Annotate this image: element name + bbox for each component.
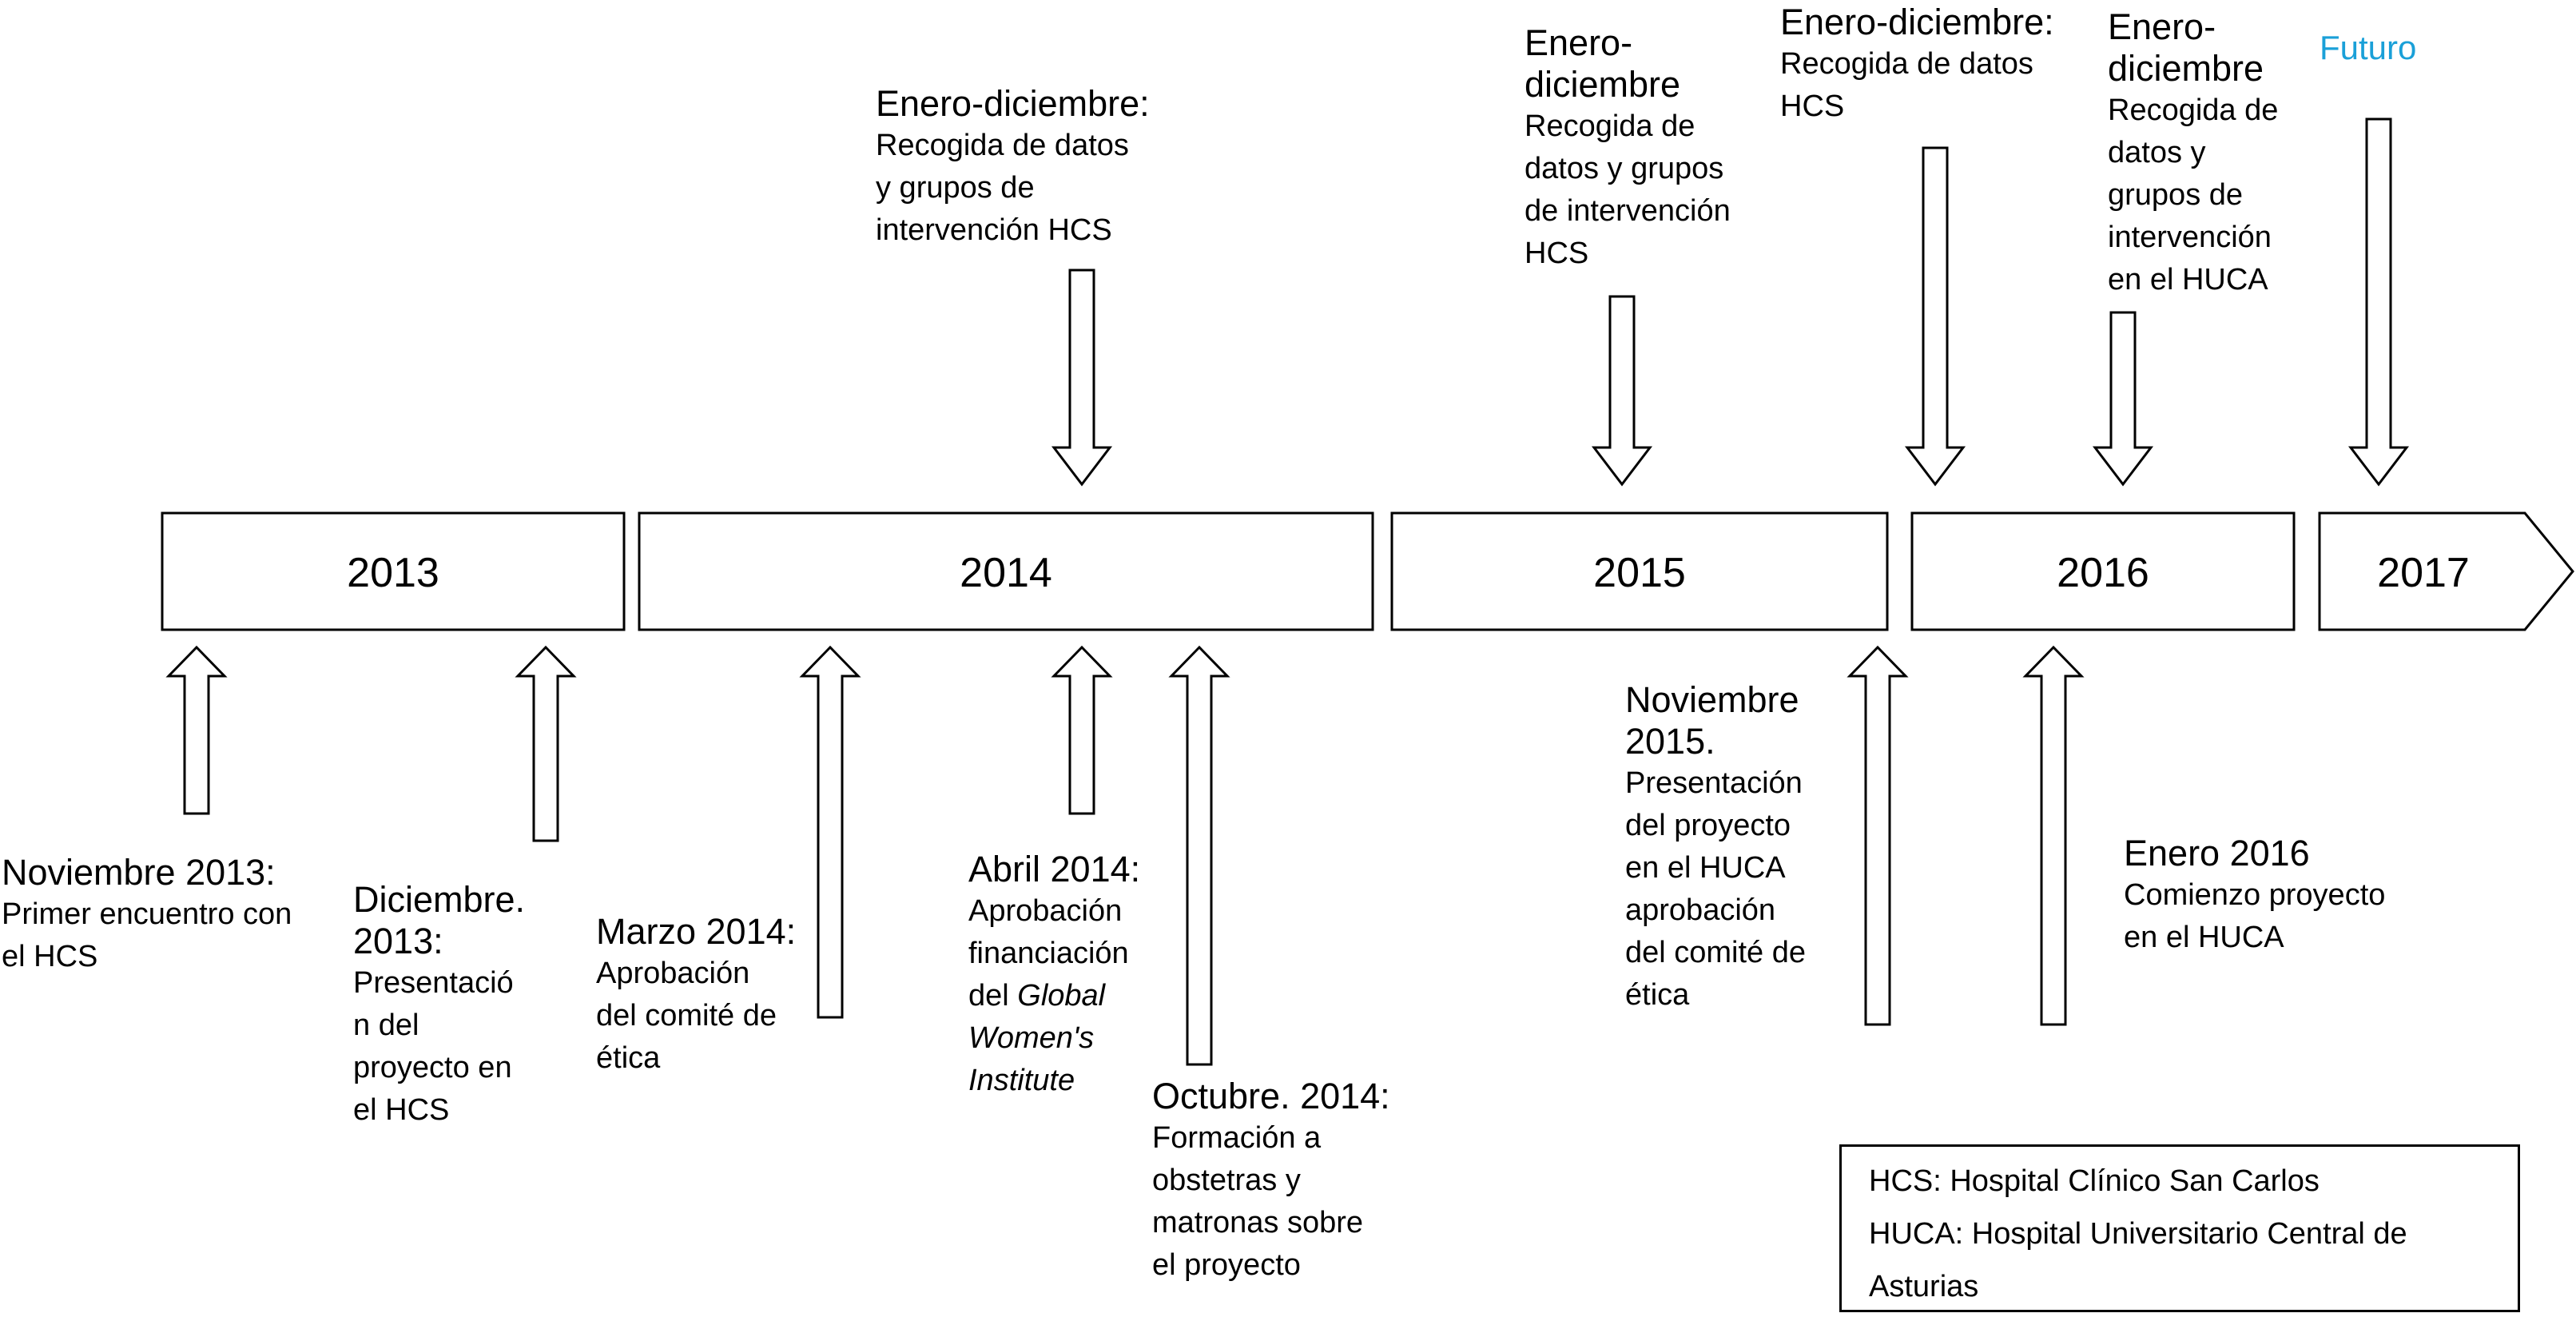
event-heading: Enero- [2108, 6, 2216, 47]
event-line-part: del [968, 979, 1009, 1013]
event-line: en el HUCA [2124, 921, 2284, 954]
event-heading: Enero- [1525, 22, 1633, 63]
arrow-up-icon [1847, 645, 1909, 1026]
arrow-up-icon [2022, 645, 2085, 1026]
event-line: de intervención [1525, 194, 1731, 228]
event-line: intervención [2108, 221, 2272, 254]
event-line: obstetras y [1152, 1164, 1301, 1197]
event-line: HCS [1780, 90, 1845, 123]
event-heading: Octubre. 2014: [1152, 1076, 1390, 1116]
arrow-up-icon [1168, 645, 1230, 1066]
event-line: del proyecto [1625, 809, 1791, 842]
event-below-5: Octubre. 2014: Formación a obstetras y m… [1152, 1076, 1390, 1287]
event-line: aprobación [1625, 893, 1776, 927]
event-line: Formación a [1152, 1121, 1322, 1155]
event-line: del Global [968, 975, 1140, 1017]
legend-entry: Asturias [1869, 1270, 1979, 1303]
arrow-down-icon [2347, 117, 2410, 487]
legend-entry: HCS: Hospital Clínico San Carlos [1869, 1164, 2320, 1198]
event-line: en el HUCA [2108, 263, 2268, 296]
event-below-6: Noviembre 2015. Presentación del proyect… [1625, 679, 1806, 1017]
event-above-3: Enero-diciembre: Recogida de datos HCS [1780, 2, 2054, 128]
event-line: intervención HCS [876, 213, 1112, 247]
year-label-2014: 2014 [960, 550, 1052, 596]
event-line: del comité de [1625, 936, 1807, 969]
year-box-2014 [638, 511, 1374, 631]
year-box-2017 [2318, 511, 2574, 631]
event-line: financiación [968, 937, 1129, 970]
arrow-up-icon [799, 645, 861, 1019]
arrow-up-icon [1051, 645, 1113, 815]
event-line: Recogida de datos [1780, 47, 2033, 81]
year-label-2013: 2013 [347, 550, 439, 596]
event-above-1: Enero-diciembre: Recogida de datos y gru… [876, 83, 1150, 252]
event-line: datos y grupos [1525, 152, 1724, 185]
event-heading: diciembre [1525, 64, 1681, 105]
event-heading: Diciembre. [353, 879, 526, 920]
event-line: el HCS [2, 940, 98, 973]
event-line: el HCS [353, 1093, 450, 1127]
event-heading: Noviembre [1625, 679, 1799, 720]
event-line: Presentación [1625, 766, 1803, 800]
event-heading: Marzo 2014: [596, 911, 797, 952]
event-below-4: Abril 2014: Aprobación financiación del … [968, 849, 1140, 1102]
year-box-2013 [161, 511, 626, 631]
event-line: Recogida de datos [876, 129, 1129, 162]
arrow-up-icon [165, 645, 228, 815]
event-line: en el HUCA [1625, 851, 1786, 885]
arrow-down-icon [1051, 269, 1113, 487]
event-above-2: Enero- diciembre Recogida de datos y gru… [1525, 22, 1731, 275]
event-line: ética [596, 1041, 661, 1075]
event-above-4: Enero- diciembre Recogida de datos y gru… [2108, 6, 2278, 301]
event-heading: Enero 2016 [2124, 833, 2310, 873]
legend-box: HCS: Hospital Clínico San Carlos HUCA: H… [1839, 1144, 2520, 1312]
event-heading: Enero-diciembre: [876, 83, 1150, 124]
event-heading: 2015. [1625, 721, 1715, 762]
legend-entry: HUCA: Hospital Universitario Central de [1869, 1217, 2407, 1251]
event-line: Primer encuentro con [2, 897, 292, 931]
year-box-2015 [1390, 511, 1889, 631]
event-line: Women's [968, 1017, 1140, 1060]
event-line: Recogida de [1525, 109, 1695, 143]
event-line: Aprobación [596, 957, 750, 990]
event-heading: Enero-diciembre: [1780, 2, 2054, 42]
arrow-down-icon [1591, 295, 1653, 487]
event-line-part: Global [1017, 979, 1106, 1013]
event-heading: Abril 2014: [968, 849, 1141, 889]
event-line: Comienzo proyecto [2124, 878, 2386, 912]
event-heading: diciembre [2108, 48, 2264, 89]
event-line: ética [1625, 978, 1690, 1012]
event-line: HCS [1525, 237, 1589, 270]
event-line: matronas sobre [1152, 1206, 1364, 1239]
event-line: Presentació [353, 966, 514, 1000]
event-line-part: Women's [968, 1021, 1095, 1055]
year-label-2017: 2017 [2377, 550, 2470, 596]
year-label-2015: 2015 [1593, 550, 1686, 596]
arrow-down-icon [1904, 146, 1966, 487]
event-line: datos y [2108, 136, 2206, 169]
arrow-up-icon [515, 645, 577, 842]
year-label-2016: 2016 [2057, 550, 2149, 596]
event-heading: Noviembre 2013: [2, 852, 276, 893]
event-line: Aprobación [968, 894, 1123, 928]
year-box-2016 [1910, 511, 2296, 631]
future-label: Futuro [2320, 29, 2417, 66]
event-line-part: Institute [968, 1064, 1075, 1097]
event-line: n del [353, 1009, 419, 1042]
event-below-7: Enero 2016 Comienzo proyecto en el HUCA [2124, 833, 2385, 959]
event-below-2: Diciembre. 2013: Presentació n del proye… [353, 879, 525, 1132]
event-line: y grupos de [876, 171, 1035, 205]
event-line: Recogida de [2108, 94, 2279, 127]
event-line: del comité de [596, 999, 777, 1033]
event-line: proyecto en [353, 1051, 512, 1084]
event-line: Institute [968, 1060, 1140, 1102]
event-line: grupos de [2108, 178, 2244, 212]
arrow-down-icon [2092, 311, 2154, 487]
event-below-1: Noviembre 2013: Primer encuentro con el … [2, 852, 292, 978]
event-line: el proyecto [1152, 1248, 1301, 1282]
event-below-3: Marzo 2014: Aprobación del comité de éti… [596, 911, 796, 1080]
event-heading: 2013: [353, 921, 443, 961]
